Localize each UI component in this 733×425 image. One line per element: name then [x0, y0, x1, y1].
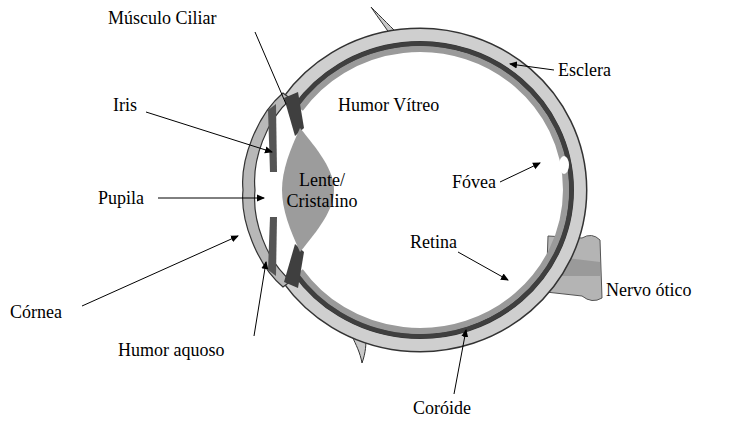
leader-line	[158, 198, 264, 199]
part-label: Pupila	[98, 188, 144, 209]
part-label: Humor Vítreo	[338, 95, 439, 116]
leader-line	[82, 236, 238, 306]
choroid	[296, 44, 571, 336]
part-label: Retina	[410, 232, 457, 253]
leader-line	[454, 330, 466, 394]
part-label: Córnea	[10, 302, 62, 323]
iris	[268, 104, 277, 172]
part-label: Iris	[113, 95, 137, 116]
part-label: Nervo ótico	[606, 280, 691, 301]
fovea-pit	[559, 156, 569, 174]
leader-line	[500, 163, 540, 182]
part-label: Lente/ Cristalino	[279, 170, 365, 212]
leader-line	[510, 64, 554, 70]
part-label: Esclera	[558, 60, 611, 81]
iris	[268, 217, 277, 276]
part-label: Músculo Ciliar	[108, 8, 217, 29]
part-label: Fóvea	[452, 172, 496, 193]
leader-line	[146, 112, 272, 152]
part-label: Humor aquoso	[118, 340, 225, 361]
leader-line	[254, 262, 266, 336]
leader-line	[458, 252, 508, 280]
leader-line	[255, 32, 286, 104]
part-label: Coróide	[413, 398, 471, 419]
